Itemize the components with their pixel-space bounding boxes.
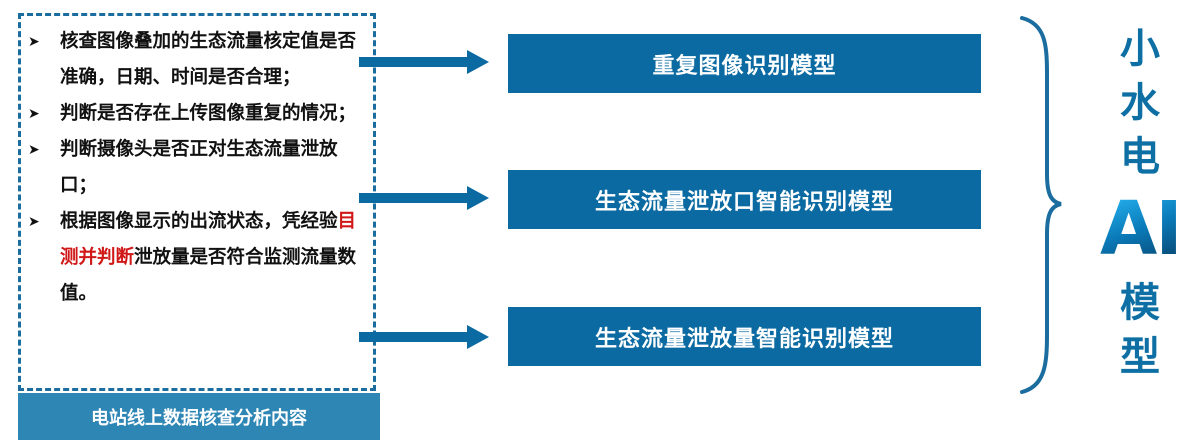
bullet-item: ➤ 核查图像叠加的生态流量核定值是否准确，日期、时间是否合理；	[28, 24, 358, 96]
bullet-text: 泄放量是否符合监测流量数值。	[60, 247, 357, 304]
arrow-bullet-icon: ➤	[28, 142, 40, 158]
bullet-item: ➤ 判断是否存在上传图像重复的情况；	[28, 96, 358, 132]
model-box-duplicate-image: 重复图像识别模型	[508, 34, 981, 93]
vertical-title: 小 水 电 AI 模 型	[1100, 22, 1183, 384]
model-box-outlet-recognition: 生态流量泄放口智能识别模型	[508, 170, 981, 229]
model-box-discharge-recognition: 生态流量泄放量智能识别模型	[508, 307, 981, 366]
bullet-list: ➤ 核查图像叠加的生态流量核定值是否准确，日期、时间是否合理； ➤ 判断是否存在上传…	[28, 24, 358, 312]
arrow-right-icon	[359, 50, 489, 74]
title-char: 型	[1120, 334, 1160, 380]
curly-brace-icon	[1020, 16, 1062, 394]
title-char: 小	[1120, 26, 1160, 72]
highlight-text: 目测并判断	[60, 211, 357, 268]
arrow-bullet-icon: ➤	[28, 214, 40, 230]
title-char: 水	[1120, 80, 1160, 126]
ai-logo-text: AI	[1100, 186, 1183, 272]
caption-bar: 电站线上数据核查分析内容	[18, 393, 380, 440]
bullet-item: ➤ 判断摄像头是否正对生态流量泄放口；	[28, 132, 358, 204]
bullet-text: 判断摄像头是否正对生态流量泄放口；	[60, 139, 338, 196]
arrow-bullet-icon: ➤	[28, 106, 40, 122]
arrow-right-icon	[359, 325, 489, 349]
bullet-text: 判断是否存在上传图像重复的情况；	[60, 103, 357, 124]
bullet-item: ➤ 根据图像显示的出流状态，凭经验目测并判断泄放量是否符合监测流量数值。	[28, 204, 358, 312]
title-char: 电	[1120, 134, 1160, 180]
bullet-text: 根据图像显示的出流状态，凭经验	[60, 211, 338, 232]
bullet-text: 核查图像叠加的生态流量核定值是否准确，日期、时间是否合理；	[60, 31, 357, 88]
arrow-bullet-icon: ➤	[28, 34, 40, 50]
title-char: 模	[1120, 280, 1160, 326]
arrow-right-icon	[359, 186, 489, 210]
